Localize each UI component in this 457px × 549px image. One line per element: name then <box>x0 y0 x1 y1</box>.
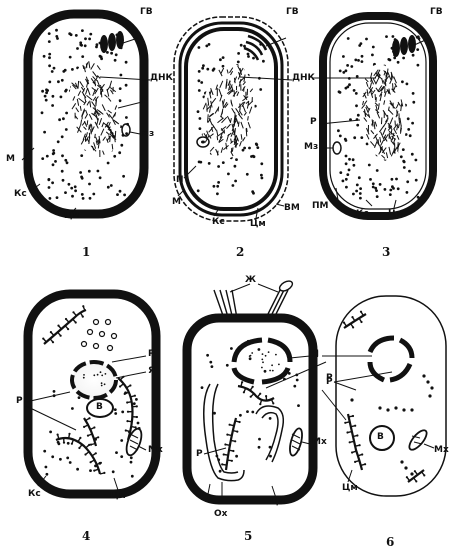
cell-5-label-ribosomes-low: Р <box>196 450 203 459</box>
cell-2 <box>174 17 292 221</box>
cell-3-number: 3 <box>382 246 390 258</box>
cell-1-label-dna: ДНК <box>150 74 173 83</box>
cell-3-label-cytoplasmic-membrane: Цм <box>388 210 404 219</box>
cell-3-label-gas-vacuole: ГВ <box>430 8 443 17</box>
cell-6-label-vacuole: В <box>377 433 384 442</box>
cell-2-label-dna: ДНК <box>292 74 315 83</box>
cell-4 <box>26 294 156 494</box>
cell-3-label-cell-wall: Кс <box>356 210 369 219</box>
cell-4-label-cytoplasmic-membrane: Цм <box>110 492 126 501</box>
cell-5-label-cell-wall: Кс <box>200 494 213 503</box>
cell-5-label-cytoplasmic-membrane: Цм <box>270 498 286 507</box>
cell-5 <box>187 279 326 500</box>
cell-4-label-cell-wall: Кс <box>28 490 41 499</box>
cell-1-label-ribosome: Р <box>142 97 149 106</box>
cell-1 <box>22 14 150 214</box>
cell-4-nucleus <box>72 362 116 398</box>
cell-2-label-cytoplasmic-membrane: Цм <box>250 220 266 229</box>
cell-1-label-mesosome: Мз <box>140 130 154 139</box>
cell-4-label-vacuole: В <box>96 403 103 412</box>
cell-4-label-mitochondrion: Мх <box>148 446 163 455</box>
cell-5-label-flagella: Ж <box>245 276 256 285</box>
cell-5-label-mitochondrion: Мх <box>312 438 327 447</box>
cell-3 <box>312 16 433 216</box>
cell-5-wall <box>187 318 313 500</box>
cell-4-label-ribosomes-top: Р <box>148 350 155 359</box>
cell-4-label-nucleus: Я <box>148 367 155 376</box>
cell-6 <box>322 296 446 496</box>
cell-4-number: 4 <box>82 530 90 542</box>
cell-2-label-gas-vacuole: ГВ <box>286 8 299 17</box>
cell-2-number: 2 <box>236 246 244 258</box>
cell-6-label-nucleus: Я <box>312 351 319 360</box>
cell-6-label-cytoplasmic-membrane: Цм <box>342 484 358 493</box>
cell-1-label-membrane: М <box>6 155 15 164</box>
cell-2-label-outer-membrane: ВМ <box>284 204 300 213</box>
cell-4-label-ribosomes-left: Р <box>16 397 23 406</box>
cell-2-label-membrane: М <box>172 198 181 207</box>
cell-5-number: 5 <box>244 530 252 542</box>
cell-3-label-ribosome: Р <box>310 118 317 127</box>
cell-6-label-mitochondrion: Мх <box>434 446 449 455</box>
cell-1-label-gas-vacuole: ГВ <box>140 8 153 17</box>
cell-2-label-cell-wall: Кс <box>212 218 225 227</box>
cell-3-label-plasma-membrane: ПМ <box>312 202 329 211</box>
cell-2-label-plasmid: П <box>176 176 184 185</box>
cell-6-number: 6 <box>386 536 394 548</box>
cell-1-label-cytoplasmic-membrane: Цм <box>64 212 80 221</box>
cell-5-label-channel: Ох <box>214 510 227 519</box>
cell-3-label-mesosome: Мз <box>304 143 318 152</box>
cell-6-label-ribosomes: Р <box>326 378 333 387</box>
cell-1-number: 1 <box>82 246 90 258</box>
cell-1-label-cell-wall: Кс <box>14 190 27 199</box>
